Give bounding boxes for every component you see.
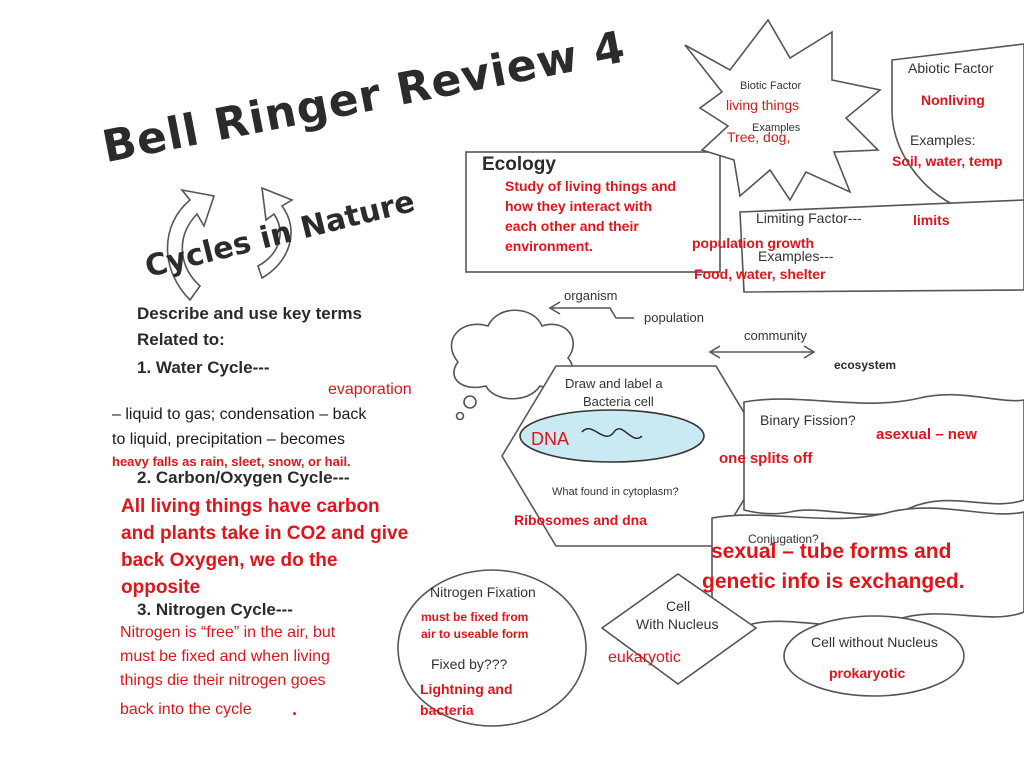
binary-answer-2: one splits off [719, 450, 813, 467]
carbon-cycle-heading: 2. Carbon/Oxygen Cycle--- [137, 468, 350, 487]
limiting-label: Limiting Factor--- [756, 210, 862, 226]
binary-fission-label: Binary Fission? [760, 412, 856, 428]
no-nucleus-label: Cell without Nucleus [811, 634, 938, 650]
no-nucleus-answer: prokaryotic [829, 665, 906, 681]
nitrogen-cycle-heading: 3. Nitrogen Cycle--- [137, 600, 293, 619]
nitrogen-answer-dot: . [292, 699, 298, 719]
abiotic-examples-answer: Soil, water, temp [892, 153, 1003, 169]
carbon-answer-1: All living things have carbon [121, 496, 380, 517]
water-answer-3: to liquid, precipitation – becomes [112, 431, 346, 448]
carbon-answer-4: opposite [121, 577, 201, 598]
biotic-starburst [684, 18, 882, 202]
level-ecosystem: ecosystem [834, 358, 897, 372]
nitrogen-answer-2: must be fixed and when living [120, 648, 330, 665]
ecology-answer-1: Study of living things and [505, 178, 677, 194]
abiotic-label: Abiotic Factor [908, 60, 994, 76]
cytoplasm-answer: Ribosomes and dna [514, 512, 648, 528]
ecology-answer-4: environment. [505, 238, 593, 254]
limiting-examples-label: Examples--- [758, 248, 834, 264]
conjugation-label: Conjugation? [748, 532, 819, 546]
level-population: population [644, 310, 704, 325]
limiting-answer-2: population growth [692, 235, 815, 251]
abiotic-examples-label: Examples: [910, 132, 976, 148]
conjugation-answer-2: genetic info is exchanged. [702, 570, 965, 593]
nitrogen-answer-3: things die their nitrogen goes [120, 672, 326, 689]
limiting-answer: limits [913, 212, 950, 228]
ecology-answer-3: each other and their [505, 218, 639, 234]
dna-label: DNA [531, 429, 570, 449]
cytoplasm-question: What found in cytoplasm? [552, 486, 679, 498]
limiting-examples-answer: Food, water, shelter [694, 266, 826, 282]
ecology-label: Ecology [482, 154, 556, 175]
binary-answer-1: asexual – new [876, 426, 977, 443]
level-organism: organism [564, 288, 618, 303]
bacteria-cell [519, 409, 705, 463]
arrow-organism-population-icon [552, 307, 634, 319]
conjugation-answer-1: sexual – tube forms and [711, 540, 952, 563]
nucleus-answer: eukaryotic [608, 649, 681, 666]
nitrogen-fixation-label: Nitrogen Fixation [430, 584, 536, 600]
dna-strand-icon [581, 428, 643, 439]
biotic-label: Biotic Factor [740, 80, 802, 92]
thought-bubble [450, 309, 574, 400]
nitrogen-answer-1: Nitrogen is “free” in the air, but [120, 624, 336, 641]
cycle-arrow-left-icon [166, 188, 216, 302]
fixed-by-label: Fixed by??? [431, 656, 508, 672]
bacteria-label-1: Draw and label a [565, 376, 663, 391]
nucleus-label-1: Cell [666, 598, 691, 614]
nucleus-diamond [600, 573, 758, 685]
water-answer-2: – liquid to gas; condensation – back [112, 406, 367, 423]
nucleus-label-2: With Nucleus [636, 616, 719, 632]
ecology-box [465, 151, 721, 273]
carbon-answer-3: back Oxygen, we do the [121, 550, 338, 571]
fixation-answer-3: Lightning and [420, 681, 513, 697]
no-nucleus-oval [783, 615, 965, 697]
fixation-answer-4: bacteria [420, 702, 474, 718]
fixation-answer-1: must be fixed from [421, 610, 529, 624]
level-community: community [744, 328, 807, 343]
carbon-answer-2: and plants take in CO2 and give [121, 523, 409, 544]
binary-fission-scroll [743, 393, 1024, 516]
water-answer-4: heavy falls as rain, sleet, snow, or hai… [112, 454, 351, 469]
cycle-arrow-right-icon [257, 186, 294, 280]
abiotic-answer: Nonliving [921, 92, 985, 108]
nitrogen-fixation-circle [397, 569, 587, 727]
conjugation-scroll [711, 507, 1024, 627]
intro-line-1: Describe and use key terms [137, 304, 362, 323]
fixation-answer-2: air to useable form [421, 627, 529, 641]
biotic-examples-label: Examples [752, 122, 801, 134]
biotic-examples-answer: Tree, dog, [727, 129, 791, 145]
ecology-answer-2: how they interact with [505, 198, 653, 214]
intro-line-2: Related to: [137, 330, 225, 349]
water-cycle-heading: 1. Water Cycle--- [137, 358, 270, 377]
limiting-box [739, 199, 1024, 293]
water-answer-1: evaporation [328, 381, 412, 398]
biotic-answer: living things [726, 97, 800, 113]
nitrogen-answer-4: back into the cycle [120, 701, 252, 718]
bacteria-label-2: Bacteria cell [583, 394, 654, 409]
